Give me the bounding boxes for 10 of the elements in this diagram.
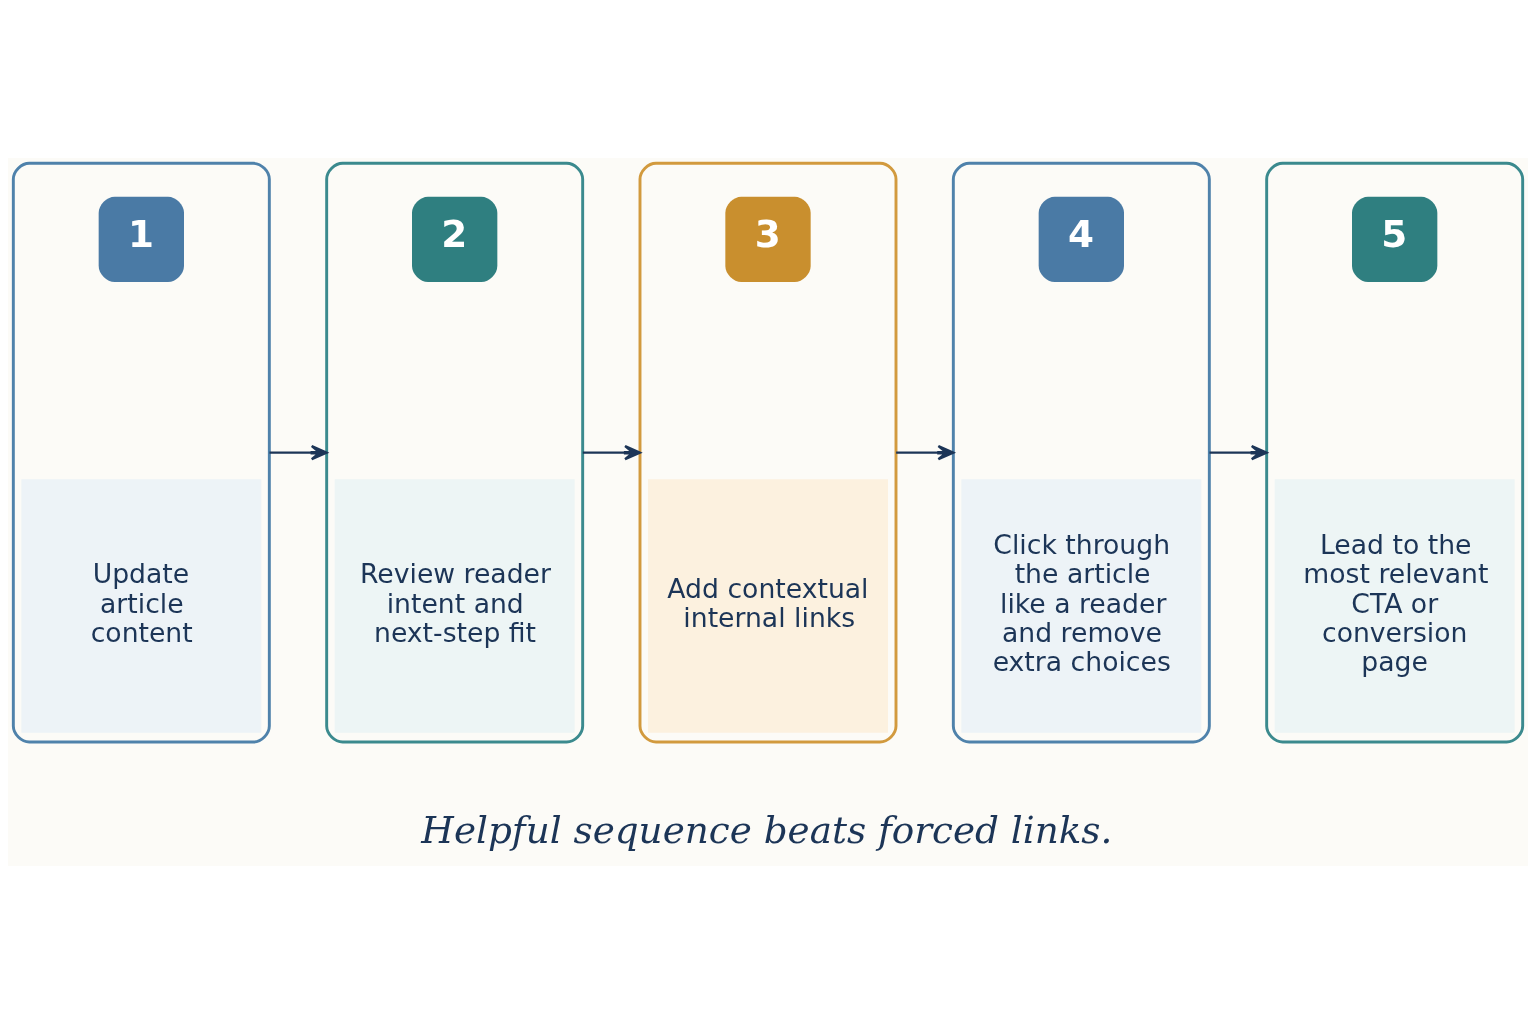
arrow [896,444,955,461]
arrow [582,444,641,461]
node-box: 2 Review reader intent and next-step fit [325,161,585,744]
node-box: 1 Update article content [11,161,271,744]
node-box: 5 Lead to the most relevant CTA or conversion page [1265,161,1525,744]
caption: Helpful sequence beats forced links. [421,808,1113,853]
arrow [1209,444,1268,461]
node-box: 4 Click through the article like a reader and remove extra choices [951,161,1211,744]
arrow [269,444,328,461]
node-box: 3 Add contextual internal links [638,161,898,744]
